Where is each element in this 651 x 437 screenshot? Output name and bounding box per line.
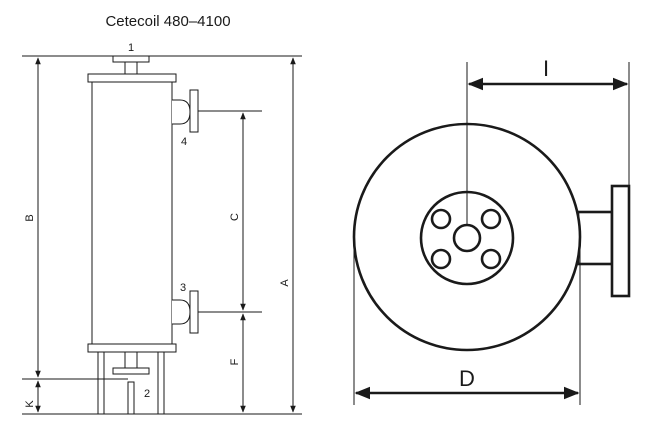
- upper-side-flange: [189, 89, 199, 133]
- top-view-nozzle-flange: [610, 184, 631, 298]
- bottom-nozzle-flange: [112, 367, 150, 375]
- leg-right: [157, 351, 165, 415]
- bolt-hole-top-left: [430, 208, 452, 230]
- dimension-c-label: C: [229, 213, 241, 221]
- dimension-d-label: D: [459, 366, 475, 391]
- side-view: 1 2 4 3 B K: [22, 42, 302, 415]
- port-1-label: 1: [128, 42, 134, 54]
- top-nozzle-pipe: [124, 61, 138, 75]
- shell-body: [91, 81, 173, 345]
- dimension-f-label: F: [229, 358, 241, 365]
- top-view-nozzle-pipe: [576, 210, 614, 266]
- bolt-hole-top-right: [480, 208, 502, 230]
- port-4-label: 4: [181, 136, 187, 148]
- bolt-hole-bottom-left: [430, 248, 452, 270]
- drawing-title: Cetecoil 480–4100: [105, 13, 230, 30]
- top-view: I D: [352, 56, 631, 405]
- dimension-a-label: A: [279, 279, 291, 287]
- top-flange: [87, 73, 177, 83]
- dimension-i-label: I: [543, 56, 549, 81]
- leg-left: [97, 351, 105, 415]
- lower-side-nozzle: [172, 299, 191, 325]
- leg-middle: [127, 381, 135, 415]
- lower-side-flange: [189, 290, 199, 334]
- dimension-b-label: B: [24, 214, 36, 221]
- bottom-flange: [87, 343, 177, 353]
- dimension-k-label: K: [24, 400, 36, 408]
- port-2-label: 2: [144, 388, 150, 400]
- bottom-nozzle-pipe: [124, 351, 138, 369]
- top-nozzle-flange: [112, 55, 150, 63]
- port-3-label: 3: [180, 282, 186, 294]
- upper-side-nozzle: [172, 99, 191, 125]
- center-port-hole: [452, 223, 482, 253]
- bolt-hole-bottom-right: [480, 248, 502, 270]
